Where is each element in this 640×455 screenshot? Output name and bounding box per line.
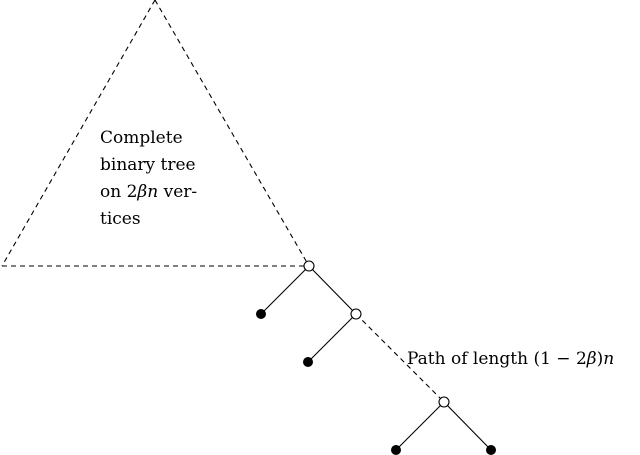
line-3-n: n — [147, 182, 158, 202]
triangle-left-edge — [1, 0, 156, 267]
triangle-label-line-3: on 2βn ver- — [100, 182, 197, 202]
line-3-beta: β — [136, 182, 147, 202]
triangle-label-line-4: tices — [100, 209, 141, 229]
path-label-prefix: Path of length (1 − 2 — [407, 349, 587, 369]
leaf-node-1 — [256, 309, 266, 319]
open-node-root — [303, 260, 315, 272]
triangle-label-line-2: binary tree — [100, 155, 196, 175]
edge-root-to-leaf-1 — [260, 265, 310, 315]
leaf-node-4 — [486, 445, 496, 455]
edge-root-to-node-2 — [308, 265, 357, 315]
path-label: Path of length (1 − 2β)n — [407, 349, 614, 369]
line-3-suffix: ver- — [158, 182, 197, 202]
line-3-prefix: on 2 — [100, 182, 137, 202]
open-node-2 — [350, 308, 362, 320]
triangle-right-edge — [154, 0, 310, 267]
path-label-beta: β — [586, 349, 597, 369]
leaf-nodes — [256, 309, 496, 455]
edge-node-2-to-leaf-2 — [307, 313, 357, 363]
tree-edges — [260, 265, 492, 451]
open-node-3 — [438, 396, 450, 408]
path-label-n: n — [603, 349, 614, 369]
path-dashed-edge — [355, 313, 445, 403]
open-nodes — [303, 260, 450, 408]
triangle-label: Complete binary tree on 2βn ver- tices — [100, 128, 197, 229]
edge-node-3-to-leaf-4 — [443, 401, 492, 451]
leaf-node-2 — [303, 357, 313, 367]
edge-node-3-to-leaf-3 — [395, 401, 445, 451]
path-label-close: ) — [597, 349, 604, 369]
complete-binary-tree-triangle — [1, 0, 310, 267]
triangle-label-line-1: Complete — [100, 128, 183, 148]
leaf-node-3 — [391, 445, 401, 455]
